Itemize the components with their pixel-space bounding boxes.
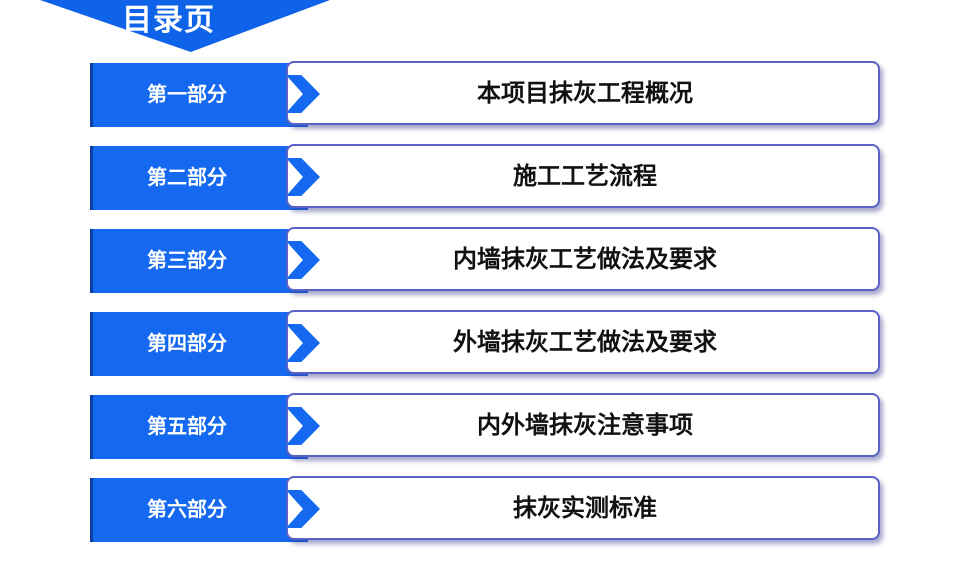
toc-item-2[interactable]: 第二部分 施工工艺流程	[90, 144, 890, 212]
part-label: 第六部分	[90, 478, 308, 542]
part-label-text: 第一部分	[147, 82, 227, 106]
part-label: 第二部分	[90, 146, 308, 210]
part-label-text: 第二部分	[147, 165, 227, 189]
content-box	[286, 476, 880, 540]
part-label-text: 第四部分	[147, 331, 227, 355]
content-box	[286, 310, 880, 374]
toc-item-4[interactable]: 第四部分 外墙抹灰工艺做法及要求	[90, 310, 890, 378]
section-title: 内墙抹灰工艺做法及要求	[453, 245, 717, 273]
toc-item-5[interactable]: 第五部分 内外墙抹灰注意事项	[90, 393, 890, 461]
part-label: 第四部分	[90, 312, 308, 376]
content-box	[286, 393, 880, 457]
page-title: 目录页	[122, 3, 215, 38]
section-title: 本项目抹灰工程概况	[477, 79, 693, 107]
part-label-text: 第五部分	[147, 414, 227, 438]
toc-item-3[interactable]: 第三部分 内墙抹灰工艺做法及要求	[90, 227, 890, 295]
section-title: 施工工艺流程	[513, 162, 657, 190]
toc-item-1[interactable]: 第一部分 本项目抹灰工程概况	[90, 61, 890, 129]
content-box	[286, 61, 880, 125]
toc-item-6[interactable]: 第六部分 抹灰实测标准	[90, 476, 890, 544]
section-title: 外墙抹灰工艺做法及要求	[453, 328, 717, 356]
part-label: 第一部分	[90, 63, 308, 127]
part-label: 第三部分	[90, 229, 308, 293]
section-title: 抹灰实测标准	[513, 494, 657, 522]
part-label-text: 第三部分	[147, 248, 227, 272]
part-label-text: 第六部分	[147, 497, 227, 521]
part-label: 第五部分	[90, 395, 308, 459]
content-box	[286, 227, 880, 291]
section-title: 内外墙抹灰注意事项	[477, 411, 693, 439]
content-box	[286, 144, 880, 208]
